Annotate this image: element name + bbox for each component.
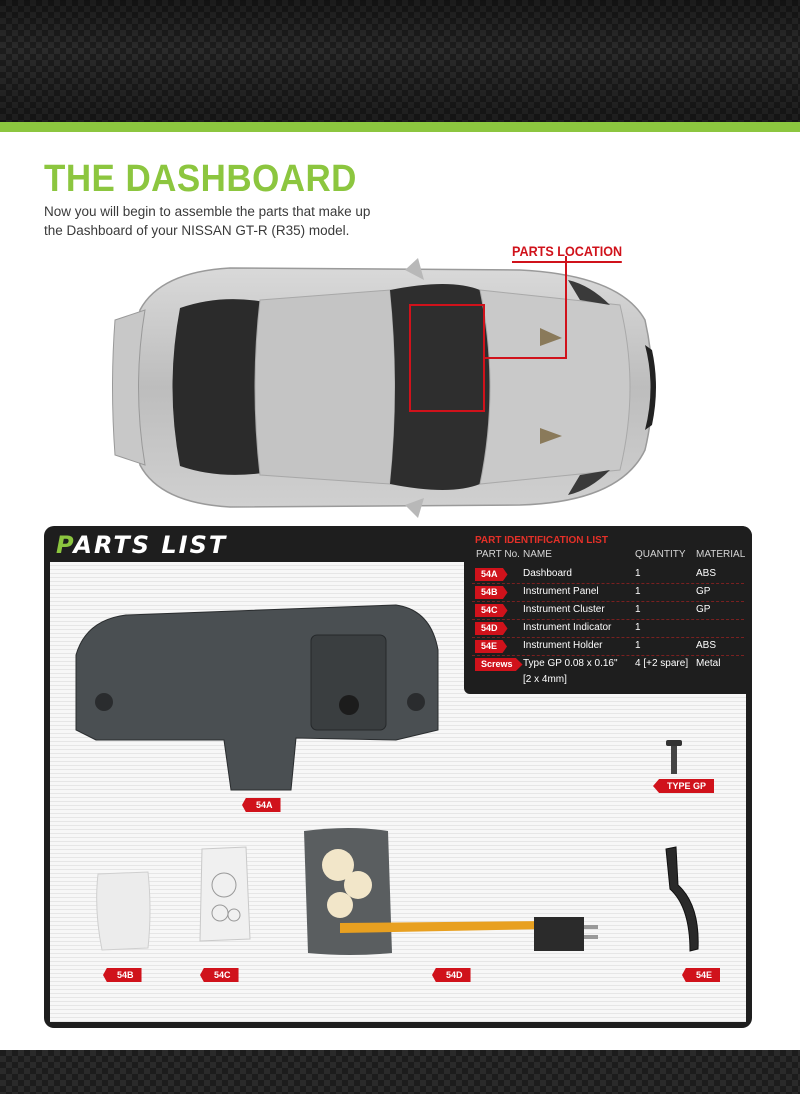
part-quantity: 1: [635, 604, 641, 615]
label-54d: 54D: [432, 968, 471, 982]
part-name: Instrument Holder: [523, 640, 603, 651]
part-number-tag: 54C: [475, 604, 508, 617]
header-material: MATERIAL: [696, 549, 746, 560]
car-top-view-image: [112, 256, 656, 518]
part-material: Metal: [696, 658, 721, 669]
top-carbon-banner: [0, 0, 800, 122]
instrument-cluster-image: [199, 846, 251, 942]
label-type-gp: TYPE GP: [653, 779, 715, 793]
table-row: 54B Instrument Panel 1 GP: [472, 584, 744, 602]
part-number-tag: 54B: [475, 586, 508, 599]
part-quantity: 1: [635, 622, 641, 633]
part-name: Instrument Panel: [523, 586, 599, 597]
table-row: 54D Instrument Indicator 1: [472, 620, 744, 638]
part-number-tag: 54E: [475, 640, 508, 653]
dashboard-part-image: [75, 604, 439, 791]
part-number-tag: 54A: [475, 568, 508, 581]
label-54e: 54E: [682, 968, 721, 982]
part-number-tag: 54D: [475, 622, 508, 635]
part-material: GP: [696, 604, 711, 615]
part-material: ABS: [696, 640, 717, 651]
part-quantity: 1: [635, 568, 641, 579]
table-row: 54A Dashboard 1 ABS: [472, 566, 744, 584]
part-name: Dashboard: [523, 568, 572, 579]
part-name: Instrument Indicator: [523, 622, 612, 633]
instrument-panel-image: [96, 871, 151, 951]
parts-location-label: PARTS LOCATION: [512, 243, 623, 263]
header-quantity: QUANTITY: [635, 549, 686, 560]
part-material: ABS: [696, 568, 717, 579]
part-quantity: 1: [635, 640, 641, 651]
part-quantity: 4 [+2 spare]: [635, 658, 689, 669]
table-row: 54E Instrument Holder 1 ABS: [472, 638, 744, 656]
table-row: Screws Type GP 0.08 x 0.16" [2 x 4mm] 4 …: [472, 656, 744, 690]
part-number-tag: Screws: [475, 658, 523, 671]
instrument-holder-image: [665, 846, 699, 952]
green-divider: [0, 122, 800, 132]
part-material: GP: [696, 586, 711, 597]
part-name: Instrument Cluster: [523, 604, 605, 615]
part-name: Type GP 0.08 x 0.16": [523, 658, 618, 669]
table-row: 54C Instrument Cluster 1 GP: [472, 602, 744, 620]
header-name: NAME: [523, 549, 552, 560]
part-id-list-title: PART IDENTIFICATION LIST: [475, 535, 608, 546]
bottom-carbon-banner: [0, 1050, 800, 1094]
label-54c: 54C: [200, 968, 239, 982]
parts-list-title: PARTS LIST: [56, 531, 228, 559]
page-title: THE DASHBOARD: [44, 158, 357, 200]
header-part-no: PART No.: [476, 549, 520, 560]
part-name-size: [2 x 4mm]: [523, 674, 567, 685]
instrument-indicator-image: [304, 828, 598, 955]
screw-image: [666, 740, 682, 774]
label-54a: 54A: [242, 798, 281, 812]
part-quantity: 1: [635, 586, 641, 597]
intro-text: Now you will begin to assemble the parts…: [44, 204, 371, 238]
label-54b: 54B: [103, 968, 142, 982]
